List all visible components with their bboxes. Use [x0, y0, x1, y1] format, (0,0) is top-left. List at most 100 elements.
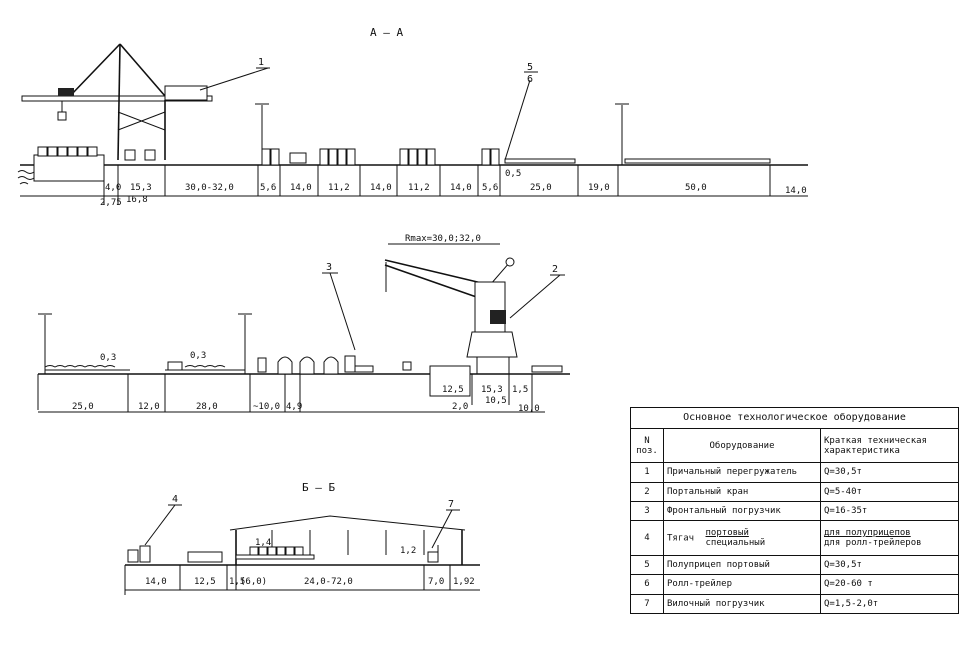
row-equipment: Портальный кран: [663, 481, 821, 503]
aa-dim-8: 14,0: [450, 183, 472, 193]
callout-3: 3: [326, 262, 332, 273]
aa-dim-2: 30,0-32,0: [185, 183, 234, 193]
table-header-spec: Краткая техническая характеристика: [820, 427, 959, 464]
table-row: 2 Портальный кран Q=5-40т: [630, 481, 959, 503]
tractor-port: портовый: [705, 528, 749, 539]
row-spec: Q=30,5т: [820, 462, 959, 483]
mid-trailers: [44, 361, 245, 371]
mid-sub-0: 2,0: [452, 402, 468, 412]
table-row: 5 Полуприцеп портовый Q=30,5т: [630, 554, 959, 576]
table-row: 4 Тягач портовый специальный для полупри…: [630, 520, 959, 556]
mid-dim-3: ~10,0: [253, 402, 280, 412]
row-spec: Q=5-40т: [820, 481, 959, 503]
spec-semitrailers: для полуприцепов: [824, 528, 911, 539]
row-num: 3: [630, 500, 664, 522]
aa-dim-13: 14,0: [785, 186, 807, 196]
aa-sub-0: 2,75: [100, 198, 122, 208]
spec-roll-trailers: для ролл-трейлеров: [824, 538, 922, 549]
aa-dim-6: 14,0: [370, 183, 392, 193]
row-spec: Q=20-60 т: [820, 574, 959, 595]
aa-quay-crane: [21, 43, 213, 161]
bb-trailer: [187, 551, 223, 563]
tractor-label: Тягач: [667, 533, 695, 544]
aa-dim-1: 15,3: [130, 183, 152, 193]
table-row: 7 Вилочный погрузчик Q=1,5-2,0т: [630, 593, 959, 614]
aa-dim-7: 11,2: [408, 183, 430, 193]
bb-small-1: 1,2: [400, 546, 416, 556]
bb-dim-1: 12,5: [194, 577, 216, 587]
bb-small-2: 1,5: [229, 577, 245, 587]
aa-dim-9: 5,6: [482, 183, 498, 193]
callout-6: 6: [527, 74, 533, 85]
mid-dim-0: 25,0: [72, 402, 94, 412]
aa-dim-11: 19,0: [588, 183, 610, 193]
aa-dim-10: 25,0: [530, 183, 552, 193]
aa-ship: [33, 146, 105, 182]
aa-dim-5: 11,2: [328, 183, 350, 193]
row-num: 5: [630, 554, 664, 576]
mid-front-loader: [344, 355, 374, 373]
bb-dim-3: 7,0: [428, 577, 444, 587]
mid-dim-6: 15,3: [481, 385, 503, 395]
mid-dim-8: 10,0: [518, 404, 540, 414]
aa-dim-12: 50,0: [685, 183, 707, 193]
aa-sub-1: 16,8: [126, 195, 148, 205]
row-num: 6: [630, 574, 664, 595]
aa-dim-0: 4,0: [105, 183, 121, 193]
row-num: 1: [630, 462, 664, 483]
row-equipment: Фронтальный погрузчик: [663, 500, 821, 522]
row-equipment: Ролл-трейлер: [663, 574, 821, 595]
section-bb-title: Б — Б: [302, 481, 335, 494]
mid-light-masts: [38, 313, 252, 374]
callout-5: 5: [527, 62, 533, 73]
bb-warehouse: [229, 515, 466, 565]
callout-7: 7: [448, 499, 454, 510]
mid-small-0: 0,3: [100, 353, 116, 363]
rmax-label: Rmax=30,0;32,0: [405, 234, 481, 244]
row-num: 4: [630, 520, 664, 556]
table-header-equipment: Оборудование: [663, 427, 821, 464]
row-spec: Q=16-35т: [820, 500, 959, 522]
table-row: 6 Ролл-трейлер Q=20-60 т: [630, 574, 959, 595]
row-spec: для полуприцепов для ролл-трейлеров: [820, 520, 959, 556]
aa-dim-3: 5,6: [260, 183, 276, 193]
aa-dim-4: 14,0: [290, 183, 312, 193]
callout-2: 2: [552, 264, 558, 275]
aa-small: 0,5: [505, 169, 521, 179]
row-num: 7: [630, 593, 664, 614]
aa-trailers: [504, 158, 771, 164]
mid-dim-2: 28,0: [196, 402, 218, 412]
bb-dim-4: 1,92: [453, 577, 475, 587]
aa-light-masts: [255, 103, 629, 165]
mid-portal-crane: [384, 257, 518, 374]
table-header-n: N поз.: [630, 427, 664, 464]
aa-dim-ticks: [103, 165, 771, 205]
section-aa-title: А — А: [370, 26, 403, 39]
row-spec: Q=1,5-2,0т: [820, 593, 959, 614]
mid-dim-5: 12,5: [442, 385, 464, 395]
mid-boats: [257, 356, 412, 375]
mid-small-1: 0,3: [190, 351, 206, 361]
row-num: 2: [630, 481, 664, 503]
bb-dim-ticks: [124, 565, 451, 595]
callout-1: 1: [258, 57, 264, 68]
equipment-table: Основное технологическое оборудование N …: [630, 407, 959, 614]
row-equipment: Причальный перегружатель: [663, 462, 821, 483]
row-equipment: Вилочный погрузчик: [663, 593, 821, 614]
mid-wharf: [429, 365, 563, 397]
bb-dim-0: 14,0: [145, 577, 167, 587]
tractor-special: специальный: [705, 538, 766, 549]
bb-dim-2: 24,0-72,0: [304, 577, 353, 587]
aa-water: [17, 170, 35, 185]
bb-tractor: [127, 545, 151, 563]
row-spec: Q=30,5т: [820, 554, 959, 576]
table-row: 1 Причальный перегружатель Q=30,5т: [630, 462, 959, 483]
table-row: 3 Фронтальный погрузчик Q=16-35т: [630, 500, 959, 522]
mid-dim-4: 4,9: [286, 402, 302, 412]
mid-dim-7: 1,5: [512, 385, 528, 395]
callout-4: 4: [172, 494, 178, 505]
bb-small-3: (6,0): [240, 577, 267, 587]
table-caption: Основное технологическое оборудование: [630, 407, 959, 429]
row-equipment-tractor: Тягач портовый специальный: [663, 520, 821, 556]
